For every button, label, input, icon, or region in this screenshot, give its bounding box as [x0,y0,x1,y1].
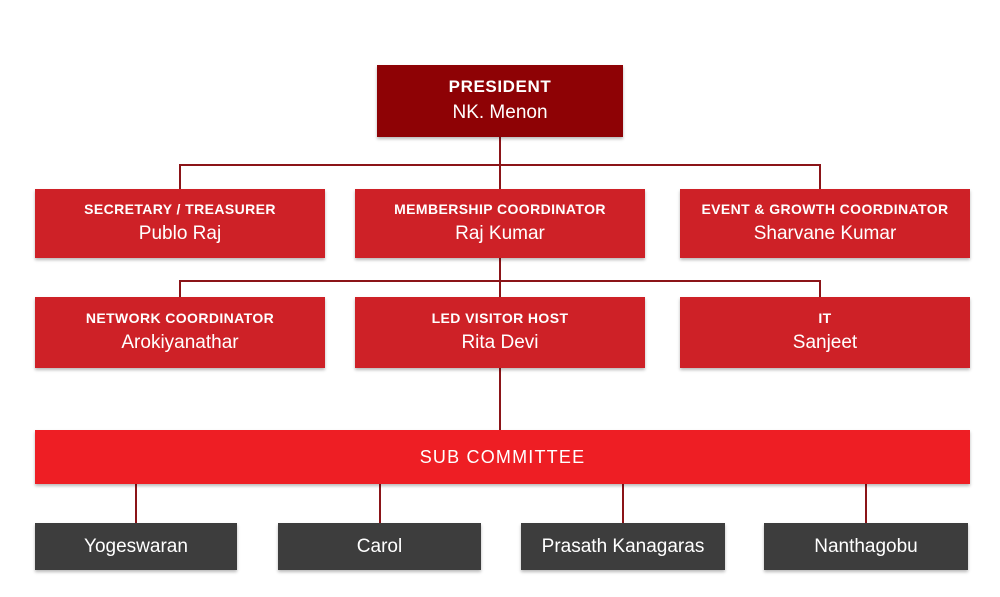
person-name: Arokiyanathar [121,331,239,353]
connector-drop-member-1 [135,484,137,523]
person-name: Carol [356,535,403,557]
connector-drop-member-4 [865,484,867,523]
connector-president-stem [499,137,501,166]
person-name: Sharvane Kumar [753,222,897,244]
member-box-prasath-kanagaras: Prasath Kanagaras [521,523,725,570]
member-box-yogeswaran: Yogeswaran [35,523,237,570]
connector-membership-stem [499,258,501,282]
person-name: Raj Kumar [455,222,545,244]
person-name: Nanthagobu [814,535,918,557]
role-title: IT [818,310,832,327]
connector-drop-member-2 [379,484,381,523]
connector-drop-row2-middle [499,164,501,189]
org-box-president: PRESIDENT NK. Menon [377,65,623,137]
connector-drop-row2-left [179,164,181,189]
role-title: MEMBERSHIP COORDINATOR [394,201,606,218]
connector-drop-row3-middle [499,280,501,297]
person-name: Sanjeet [792,331,858,353]
subcommittee-bar: SUB COMMITTEE [35,430,970,484]
connector-drop-row3-left [179,280,181,297]
role-title: PRESIDENT [448,77,552,97]
connector-drop-row3-right [819,280,821,297]
person-name: Publo Raj [138,222,222,244]
org-box-network-coordinator: NETWORK COORDINATOR Arokiyanathar [35,297,325,368]
member-box-nanthagobu: Nanthagobu [764,523,968,570]
org-box-it: IT Sanjeet [680,297,970,368]
member-box-carol: Carol [278,523,481,570]
role-title: NETWORK COORDINATOR [85,310,275,327]
org-box-led-visitor-host: LED VISITOR HOST Rita Devi [355,297,645,368]
person-name: Rita Devi [461,331,539,353]
org-box-event-growth-coordinator: EVENT & GROWTH COORDINATOR Sharvane Kuma… [680,189,970,258]
person-name: Prasath Kanagaras [541,535,705,557]
connector-drop-row2-right [819,164,821,189]
org-box-membership-coordinator: MEMBERSHIP COORDINATOR Raj Kumar [355,189,645,258]
org-box-secretary-treasurer: SECRETARY / TREASURER Publo Raj [35,189,325,258]
role-title: SECRETARY / TREASURER [84,201,276,218]
connector-drop-member-3 [622,484,624,523]
person-name: Yogeswaran [84,535,188,557]
connector-subcommittee-stem [499,368,501,430]
subcommittee-label: SUB COMMITTEE [419,446,586,467]
role-title: LED VISITOR HOST [431,310,569,327]
person-name: NK. Menon [452,101,548,123]
role-title: EVENT & GROWTH COORDINATOR [701,201,949,218]
